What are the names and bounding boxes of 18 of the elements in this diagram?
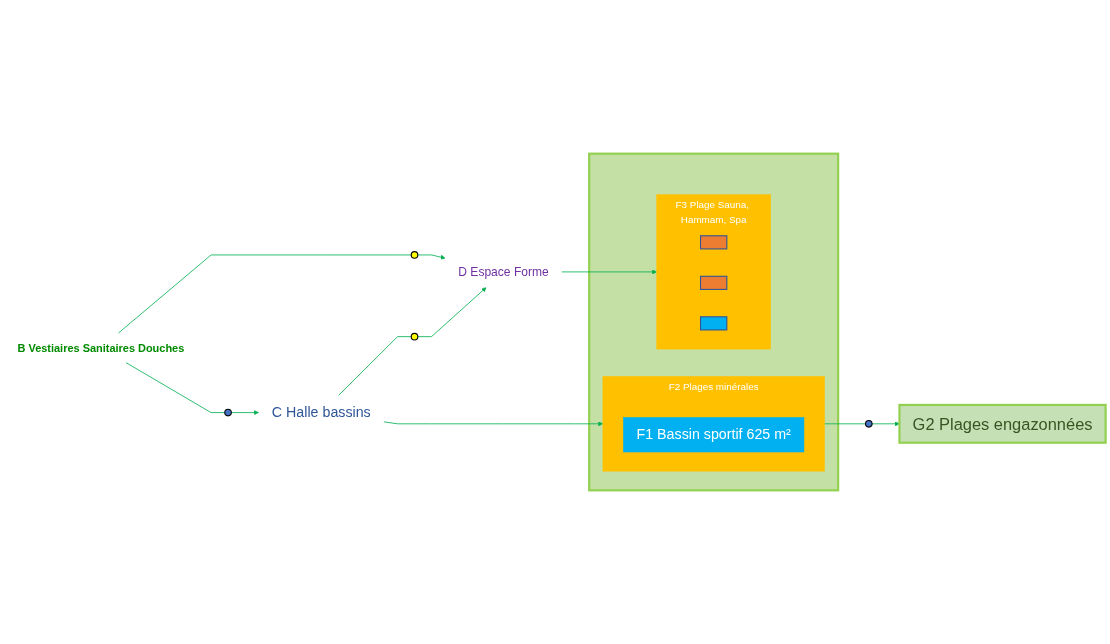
connector [118, 254, 412, 334]
connector [125, 362, 226, 413]
node-circle [864, 420, 873, 428]
node-circle [410, 251, 419, 259]
node-box [700, 316, 728, 331]
node-box [700, 275, 728, 290]
node-text: C Halle bassins [271, 404, 371, 421]
cluster [588, 152, 840, 492]
connector [338, 336, 412, 396]
cluster: F3 Plage Sauna, Hammam, Spa [656, 194, 771, 350]
node-box [700, 235, 728, 250]
node-text: D Espace Forme [458, 265, 549, 279]
node-circle [224, 408, 232, 417]
node-circle [410, 332, 419, 341]
node-box: F1 Bassin sportif 625 m² [623, 417, 805, 453]
node-text: B Vestiaires Sanitaires Douches [17, 341, 185, 354]
connector [824, 423, 866, 425]
node-box: G2 Plages engazonnées [898, 403, 1107, 444]
